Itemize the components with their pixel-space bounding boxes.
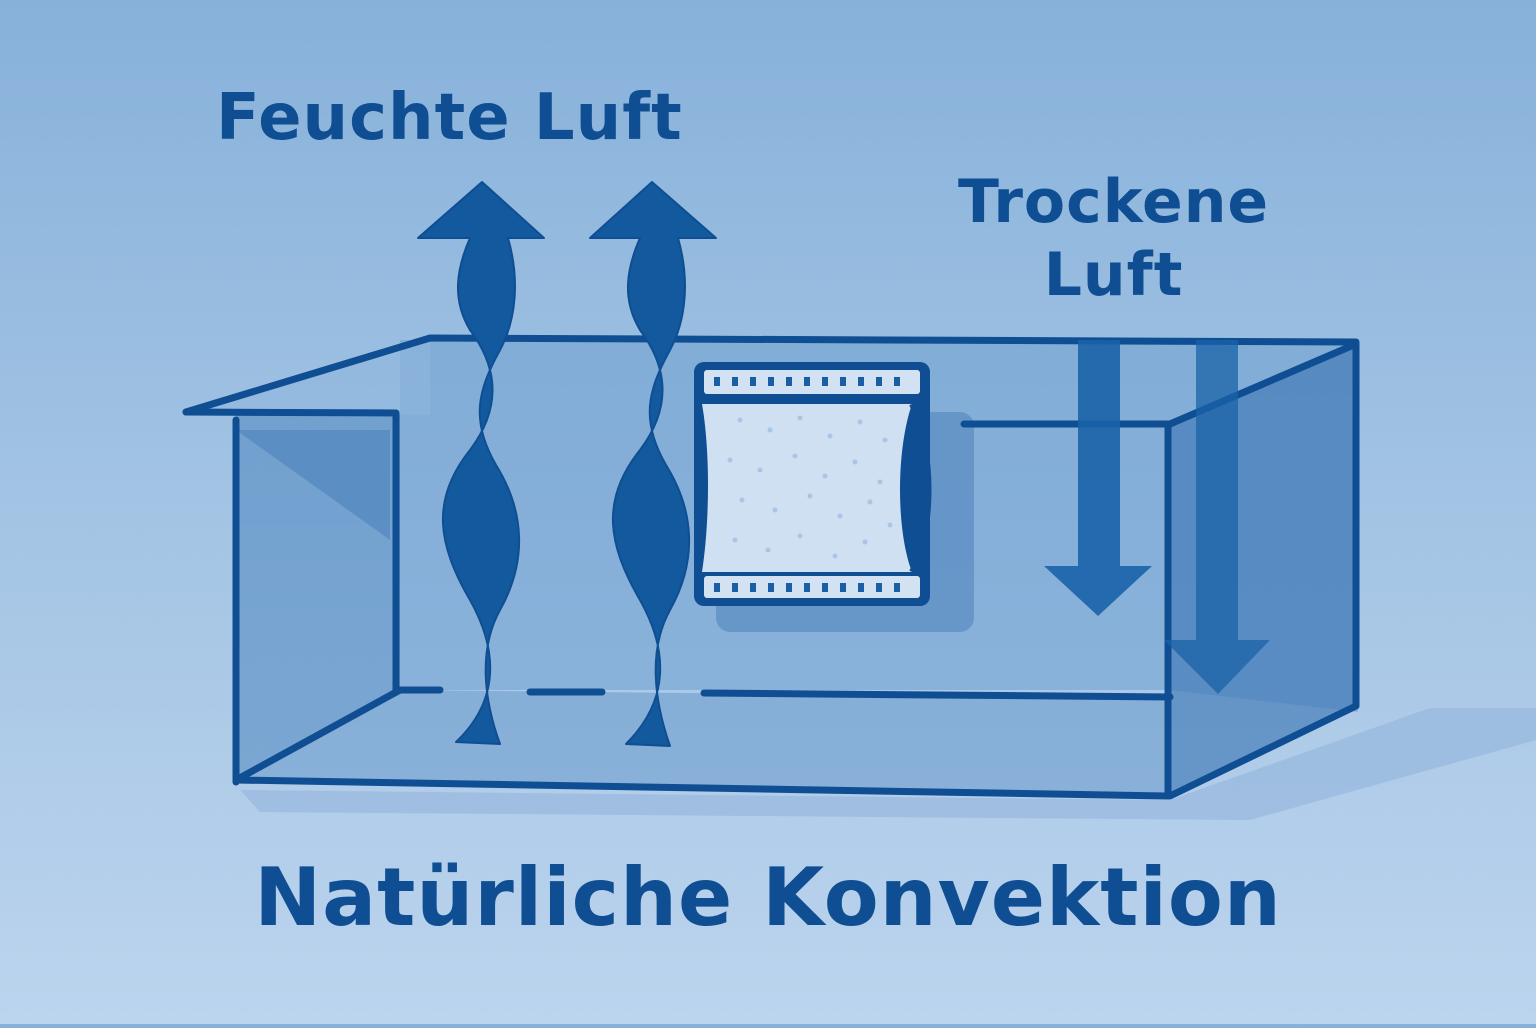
humid-air-arrows bbox=[417, 181, 717, 747]
humid-air-label: Feuchte Luft bbox=[216, 81, 683, 155]
box-left-wall bbox=[236, 415, 400, 780]
down-arrow-1 bbox=[1044, 340, 1152, 616]
diagram-title: Natürliche Konvektion bbox=[254, 851, 1282, 944]
dry-air-label-line1: Trockene bbox=[958, 167, 1270, 237]
wavy-up-arrow-1 bbox=[417, 181, 545, 745]
box-left-wall-shade bbox=[236, 430, 390, 540]
box-shadow bbox=[240, 708, 1536, 820]
dry-air-arrows bbox=[1044, 340, 1270, 694]
dry-air-label-line2: Luft bbox=[1043, 240, 1184, 311]
wavy-up-arrow-2 bbox=[589, 181, 717, 747]
dry-air-label: Trockene Luft bbox=[958, 166, 1269, 312]
box-floor bbox=[236, 690, 1170, 795]
desiccant-pack bbox=[694, 362, 932, 606]
down-arrow-2 bbox=[1164, 340, 1270, 694]
